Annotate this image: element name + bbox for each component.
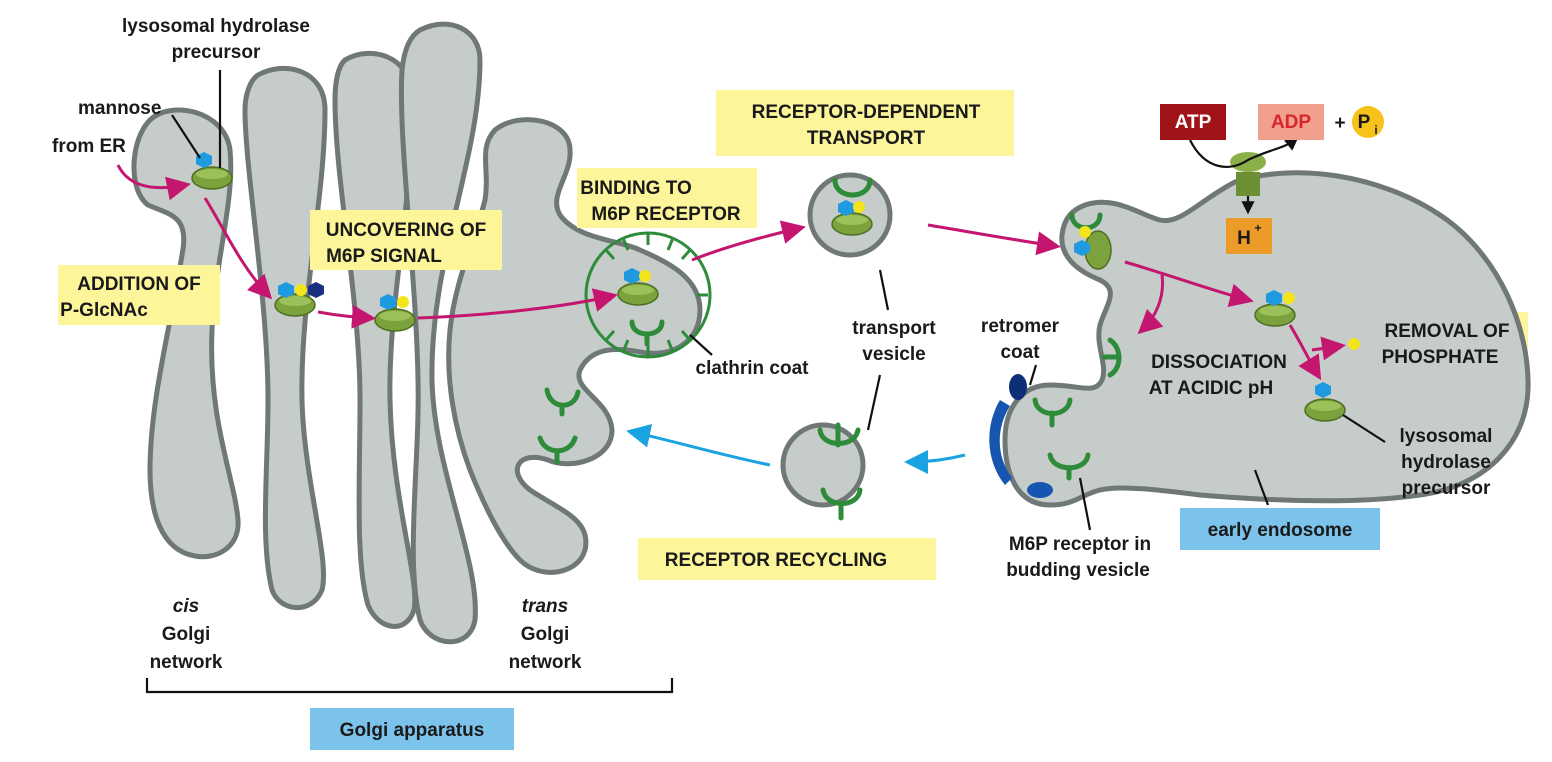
addition-label-box [58, 265, 220, 325]
sugar-groups [196, 152, 1360, 398]
early-endosome-label-box [1180, 508, 1380, 550]
cis-golgi-label: Golgi [162, 624, 211, 645]
binding-line-2: M6P RECEPTOR [591, 204, 741, 225]
text-labels: lysosomal hydrolase precursor mannose fr… [52, 16, 1509, 741]
cis-network-label: network [150, 652, 223, 673]
uncovering-line-1: UNCOVERING OF [326, 220, 486, 241]
removal-line-1: REMOVAL OF [1385, 321, 1510, 342]
enzyme-dissociated [1254, 303, 1296, 327]
m6p-budding-line-1: M6P receptor in [1009, 534, 1151, 555]
adp-badge [1258, 104, 1324, 140]
addition-line-1: ADDITION OF [77, 274, 201, 295]
hydrolase-top-line-2: precursor [172, 42, 261, 63]
medial-cisterna-3 [398, 21, 483, 645]
cis-cisterna [131, 107, 241, 560]
recycling-label-box [638, 538, 936, 580]
pi-text: P [1358, 112, 1371, 133]
clathrin-coat-label: clathrin coat [696, 358, 810, 379]
m6p-budding-line-2: budding vesicle [1006, 560, 1150, 581]
adp-text: ADP [1271, 112, 1311, 133]
cis-label: cis [173, 596, 199, 617]
rdt-line-1: RECEPTOR-DEPENDENT [752, 102, 981, 123]
transport-vesicle-line-2: vesicle [862, 344, 925, 365]
golgi-apparatus-label-box [310, 708, 514, 750]
pi-badge [1352, 106, 1384, 138]
pathway-arrows [116, 164, 1346, 474]
hydrolase-right-line-3: precursor [1402, 478, 1491, 499]
dissociation-line-1: DISSOCIATION [1151, 352, 1287, 373]
early-endosome-membrane [1002, 170, 1531, 508]
leader-lines [145, 70, 1386, 694]
rdt-line-2: TRANSPORT [807, 128, 926, 149]
membranes-right [780, 170, 1531, 508]
proton-pump [1189, 137, 1299, 215]
trans-golgi-label: Golgi [521, 624, 570, 645]
binding-label-box [577, 168, 757, 228]
rdt-label-box [716, 90, 1014, 156]
enzyme-bound-clathrin [617, 282, 659, 306]
enzyme-vesicle [831, 212, 873, 236]
golgi-apparatus-text: Golgi apparatus [340, 720, 485, 741]
hydrolase-top-line-1: lysosomal hydrolase [122, 16, 310, 37]
transport-vesicle-line-1: transport [852, 318, 936, 339]
atp-text: ATP [1175, 112, 1212, 133]
pi-subscript: i [1374, 123, 1377, 137]
mannose-label: mannose [78, 98, 161, 119]
plus-text: + [1334, 113, 1345, 134]
uncovering-label-box [310, 210, 502, 270]
atp-badge [1160, 104, 1226, 140]
uncovering-line-2: M6P SIGNAL [326, 246, 442, 267]
trans-network-label: network [509, 652, 582, 673]
enzyme-dephosphorylated [1304, 398, 1346, 422]
dissociation-line-2: AT ACIDIC pH [1149, 378, 1274, 399]
binding-line-1: BINDING TO [580, 178, 692, 199]
addition-line-2: P-GlcNAc [60, 300, 148, 321]
clathrin-coat [584, 231, 712, 359]
early-endosome-text: early endosome [1208, 520, 1353, 541]
from-er-label: from ER [52, 136, 126, 157]
golgi-cisternae [131, 21, 703, 645]
hydrolase-right-line-1: lysosomal [1400, 426, 1493, 447]
h-plus-superscript: + [1254, 221, 1261, 235]
trans-label: trans [522, 596, 568, 617]
enzymes [191, 166, 1346, 422]
enzyme-glcnac [274, 293, 316, 317]
retromer-coat [989, 374, 1053, 498]
receptor-recycling-text: RECEPTOR RECYCLING [665, 550, 887, 571]
retromer-line-2: coat [1000, 342, 1040, 363]
removal-line-2: PHOSPHATE [1382, 347, 1499, 368]
enzyme-er [191, 166, 233, 190]
enzyme-uncovered [374, 308, 416, 332]
trans-golgi-network [446, 117, 703, 575]
retromer-line-1: retromer [981, 316, 1060, 337]
hydrolase-right-line-2: hydrolase [1401, 452, 1491, 473]
medial-cisterna-1 [242, 65, 328, 611]
h-plus-text: H [1237, 228, 1251, 249]
energy-badges [1160, 104, 1384, 254]
h-plus-badge [1226, 218, 1272, 254]
